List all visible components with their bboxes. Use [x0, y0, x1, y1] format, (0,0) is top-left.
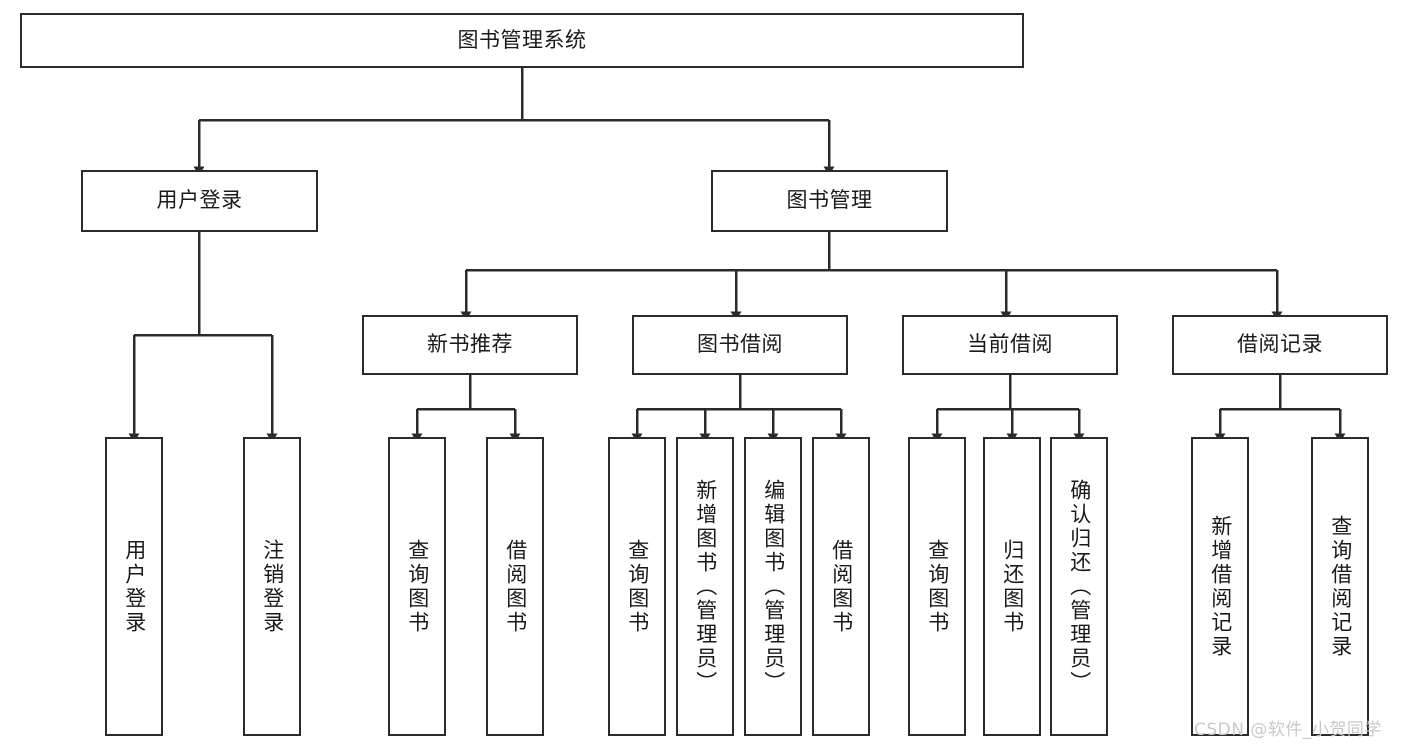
node-label: 查询图书: [405, 538, 430, 635]
node-leaf-query-book-1[interactable]: 查询图书: [388, 437, 446, 736]
node-label: 确认归还（管理员）: [1067, 478, 1092, 695]
node-label: 新书推荐: [427, 332, 513, 357]
node-label: 借阅图书: [829, 538, 854, 635]
node-book-manage[interactable]: 图书管理: [711, 170, 948, 232]
connector-lines: [128, 68, 1346, 443]
node-leaf-query-book-2[interactable]: 查询图书: [608, 437, 666, 736]
node-leaf-user-login[interactable]: 用户登录: [105, 437, 163, 736]
node-label: 图书管理系统: [457, 27, 587, 52]
node-leaf-borrow-book-2[interactable]: 借阅图书: [812, 437, 870, 736]
node-leaf-edit-book[interactable]: 编辑图书（管理员）: [744, 437, 802, 736]
node-label: 查询借阅记录: [1328, 514, 1353, 659]
node-label: 借阅记录: [1237, 332, 1323, 357]
node-label: 查询图书: [925, 538, 950, 635]
node-leaf-query-book-3[interactable]: 查询图书: [908, 437, 966, 736]
node-label: 编辑图书（管理员）: [761, 478, 786, 695]
node-label: 新增借阅记录: [1208, 514, 1233, 659]
node-label: 新增图书（管理员）: [693, 478, 718, 695]
node-user-login[interactable]: 用户登录: [81, 170, 318, 232]
node-current-borrow[interactable]: 当前借阅: [902, 315, 1118, 375]
node-leaf-borrow-book-1[interactable]: 借阅图书: [486, 437, 544, 736]
node-label: 当前借阅: [967, 332, 1053, 357]
node-label: 用户登录: [122, 538, 147, 635]
node-leaf-query-record[interactable]: 查询借阅记录: [1311, 437, 1369, 736]
node-label: 注销登录: [260, 538, 285, 635]
node-label: 用户登录: [156, 188, 243, 213]
node-root[interactable]: 图书管理系统: [20, 13, 1024, 68]
node-borrow-record[interactable]: 借阅记录: [1172, 315, 1388, 375]
node-leaf-add-book[interactable]: 新增图书（管理员）: [676, 437, 734, 736]
node-label: 查询图书: [625, 538, 650, 635]
node-leaf-user-logout[interactable]: 注销登录: [243, 437, 301, 736]
node-label: 借阅图书: [503, 538, 528, 635]
node-label: 图书管理: [786, 188, 873, 213]
node-leaf-return-book[interactable]: 归还图书: [983, 437, 1041, 736]
node-new-book-rec[interactable]: 新书推荐: [362, 315, 578, 375]
node-label: 归还图书: [1000, 538, 1025, 635]
node-book-borrow[interactable]: 图书借阅: [632, 315, 848, 375]
node-label: 图书借阅: [697, 332, 783, 357]
node-leaf-confirm-return[interactable]: 确认归还（管理员）: [1050, 437, 1108, 736]
node-leaf-add-record[interactable]: 新增借阅记录: [1191, 437, 1249, 736]
